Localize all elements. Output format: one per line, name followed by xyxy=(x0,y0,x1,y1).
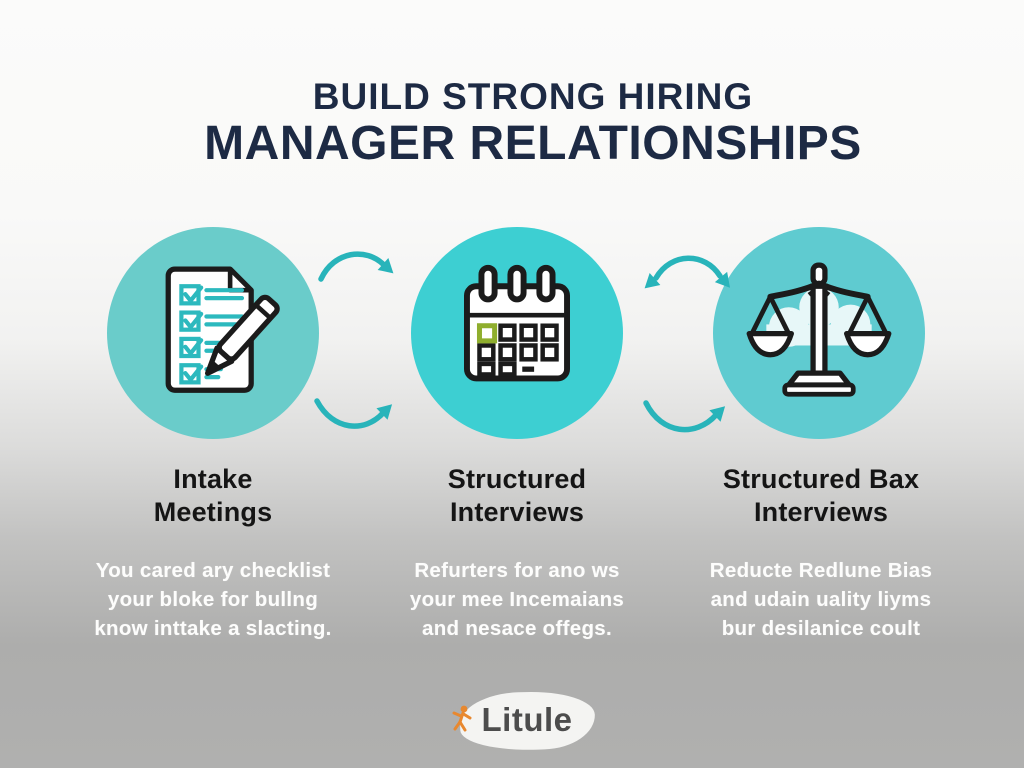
heading-line: Meetings xyxy=(153,497,273,528)
body-line: and nesace offegs. xyxy=(422,617,612,641)
body-line: and udain uality liyms xyxy=(710,588,932,612)
step-description-intake-meetings: You cared ary checklist your bloke for b… xyxy=(58,556,368,643)
curved-double-arrow-icon xyxy=(643,244,733,294)
brand-logo: Litule xyxy=(434,694,591,748)
page-title: BUILD STRONG HIRING MANAGER RELATIONSHIP… xyxy=(0,74,1024,168)
title-line-2: MANAGER RELATIONSHIPS xyxy=(204,117,862,171)
heading-line: Interviews xyxy=(449,497,585,528)
body-line: bur desilanice coult xyxy=(721,617,921,641)
step-circle-structured-interviews xyxy=(411,227,623,439)
curved-arrow-right-icon xyxy=(314,241,396,289)
title-line-1: BUILD STRONG HIRING xyxy=(312,76,754,117)
heading-line: Intake xyxy=(173,464,253,494)
calendar-icon xyxy=(438,252,596,415)
step-heading-structured-bax-interviews: Structured Bax Interviews xyxy=(666,463,976,530)
heading-line: Structured Bax xyxy=(722,464,920,494)
balance-scale-icon xyxy=(740,252,898,415)
body-line: know inttake a slacting. xyxy=(94,617,332,641)
step-circle-intake-meetings xyxy=(107,227,319,439)
body-line: Refurters for ano ws xyxy=(414,559,620,582)
body-line: Reducte Redlune Bias xyxy=(709,559,933,582)
step-description-structured-bax-interviews: Reducte Redlune Bias and udain uality li… xyxy=(666,556,976,643)
logo-text: Litule xyxy=(481,701,573,738)
heading-line: Interviews xyxy=(753,497,889,528)
heading-line: Structured xyxy=(447,464,587,494)
curved-arrow-right-icon xyxy=(311,391,395,441)
step-description-structured-interviews: Refurters for ano ws your mee Incemaians… xyxy=(362,556,672,643)
checklist-pencil-icon xyxy=(134,252,292,415)
step-circle-structured-bax-interviews xyxy=(713,227,925,439)
logo-figure-icon xyxy=(448,700,478,740)
body-line: your bloke for bullng xyxy=(107,588,319,612)
curved-arrow-right-icon xyxy=(638,391,728,443)
body-line: You cared ary checklist xyxy=(95,559,331,582)
step-heading-intake-meetings: Intake Meetings xyxy=(58,463,368,530)
step-heading-structured-interviews: Structured Interviews xyxy=(362,463,672,530)
body-line: your mee Incemaians xyxy=(409,588,625,612)
footer: Litule xyxy=(0,694,1024,748)
